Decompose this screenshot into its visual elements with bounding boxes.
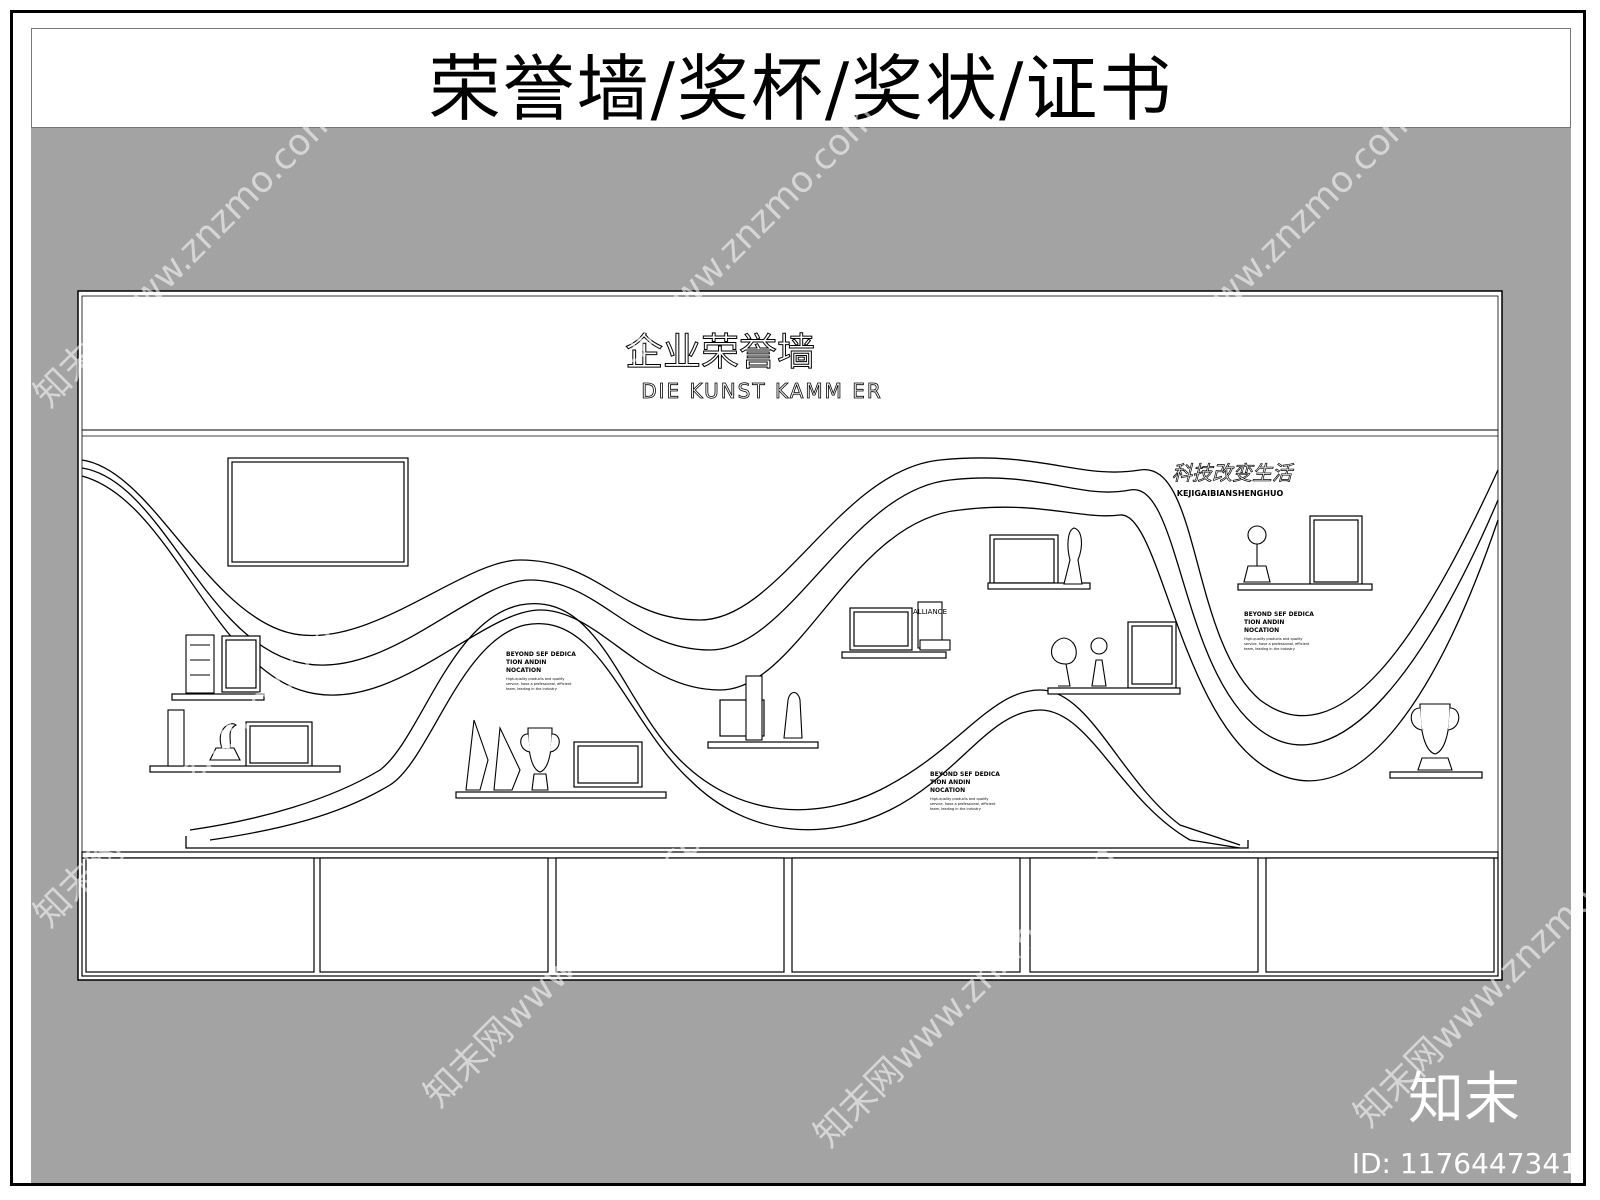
base-cabinets — [81, 851, 1499, 977]
wave-ribbons — [81, 457, 1499, 849]
blurb-body: team, leading in the industry — [506, 687, 557, 691]
slogan-en: KEJIGAIBIANSHENGHUO — [1177, 489, 1284, 498]
blurb-body: team, leading in the industry — [930, 807, 981, 811]
title-band: 荣誉墙/奖杯/奖状/证书 — [31, 28, 1571, 131]
blurb-body: High-quality products and quality — [930, 797, 988, 801]
wall-heading-en: DIE KUNST KAMM ER — [641, 379, 883, 403]
shelves — [149, 582, 1483, 799]
blurb-title: TION ANDIN — [1244, 619, 1284, 626]
blurb-body: team, leading in the industry — [1244, 647, 1295, 651]
blurb-body: service, have a professional, efficient — [1244, 642, 1310, 646]
wall-heading-cn: 企业荣誉墙 — [625, 330, 815, 374]
blurb-title: TION ANDIN — [506, 659, 546, 666]
blurb-title: BEYOND SEF DEDICA — [506, 651, 576, 658]
alliance-label: ALLIANCE — [913, 608, 947, 616]
page-title: 荣誉墙/奖杯/奖状/证书 — [428, 47, 1174, 131]
blurb-group: BEYOND SEF DEDICA TION ANDIN NOCATION Hi… — [506, 611, 1314, 811]
blurb-title: TION ANDIN — [930, 779, 970, 786]
certificate-frames — [221, 457, 1363, 788]
brand-logo: 知末 — [1408, 1067, 1520, 1132]
blurb-body: service, have a professional, efficient — [506, 682, 572, 686]
blurb-title: NOCATION — [930, 787, 965, 794]
blurb-body: High-quality products and quality — [506, 677, 564, 681]
blurb-title: NOCATION — [506, 667, 541, 674]
blurb-body: High-quality products and quality — [1244, 637, 1302, 641]
image-id: ID: 1176447341 — [1351, 1147, 1578, 1180]
blurb-title: NOCATION — [1244, 627, 1279, 634]
blurb-title: BEYOND SEF DEDICA — [930, 771, 1000, 778]
blurb-title: BEYOND SEF DEDICA — [1244, 611, 1314, 618]
slogan-cn: 科技改变生活 — [1172, 461, 1295, 485]
blurb-body: service, have a professional, efficient — [930, 802, 996, 806]
trophies: ALLIANCE — [167, 525, 1460, 791]
